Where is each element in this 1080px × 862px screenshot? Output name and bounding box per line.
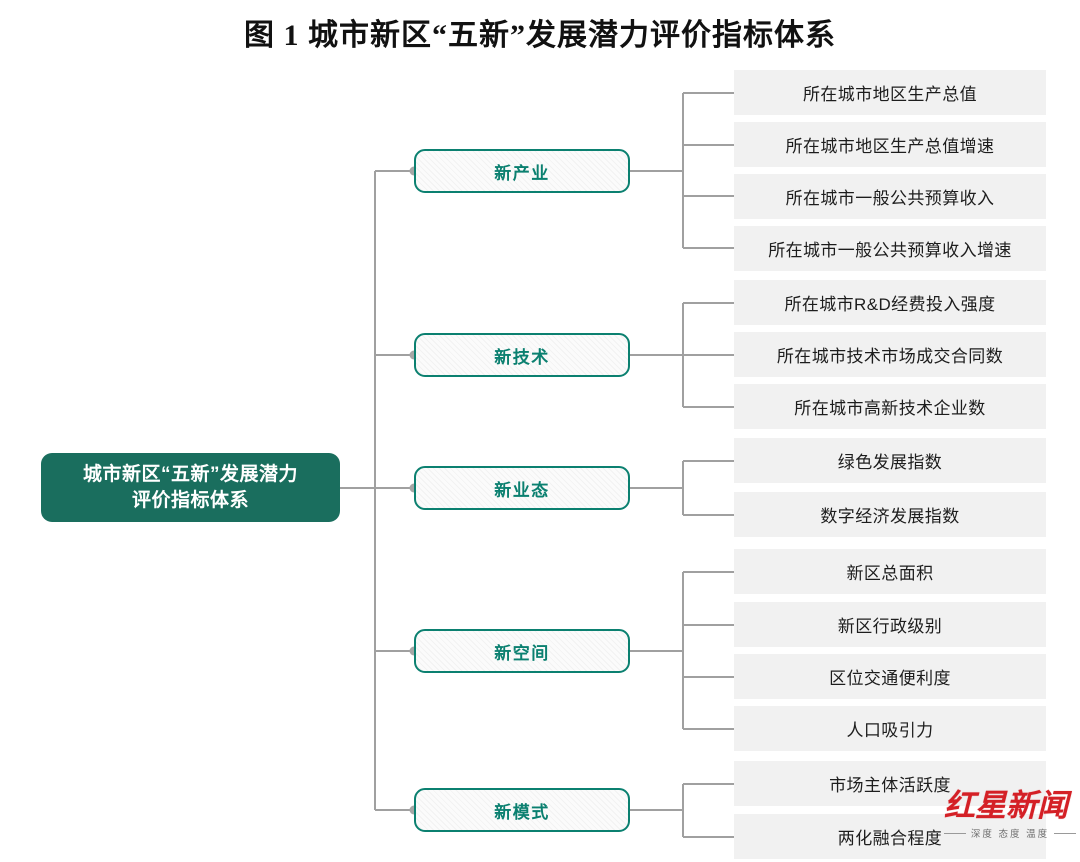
root-node[interactable]: 城市新区“五新”发展潜力 评价指标体系	[41, 453, 340, 522]
root-node-label: 城市新区“五新”发展潜力 评价指标体系	[83, 462, 298, 512]
branch-node-xinmoshi[interactable]: 新模式	[414, 788, 630, 832]
branch-node-label: 新业态	[494, 480, 550, 500]
root-node-label-line1: 城市新区“五新”发展潜力	[82, 464, 298, 486]
leaf-node[interactable]: 所在城市R&D经费投入强度	[734, 280, 1046, 325]
leaf-node-label: 新区总面积	[846, 564, 934, 583]
leaf-node-label: 区位交通便利度	[829, 669, 951, 688]
branch-node-label: 新模式	[494, 802, 550, 822]
branch-node-xinchanye[interactable]: 新产业	[414, 149, 630, 193]
leaf-node-label: 所在城市一般公共预算收入	[785, 189, 995, 208]
leaf-node-label: 所在城市地区生产总值	[803, 85, 977, 104]
leaf-node-label: 所在城市技术市场成交合同数	[776, 347, 1004, 366]
leaf-node[interactable]: 所在城市地区生产总值	[734, 70, 1046, 115]
leaf-node[interactable]: 所在城市技术市场成交合同数	[734, 332, 1046, 377]
leaf-node-label: 所在城市一般公共预算收入增速	[768, 241, 1012, 260]
branch-node-xinyetai[interactable]: 新业态	[414, 466, 630, 510]
leaf-node[interactable]: 所在城市一般公共预算收入	[734, 174, 1046, 219]
leaf-node-label: 绿色发展指数	[837, 453, 943, 472]
leaf-node-label: 市场主体活跃度	[829, 776, 951, 795]
leaf-node-label: 所在城市R&D经费投入强度	[784, 295, 996, 314]
branch-node-label: 新产业	[494, 163, 550, 183]
leaf-node-label: 人口吸引力	[846, 721, 934, 740]
leaf-node-label: 所在城市地区生产总值增速	[785, 137, 995, 156]
leaf-node[interactable]: 所在城市一般公共预算收入增速	[734, 226, 1046, 271]
leaf-node[interactable]: 新区总面积	[734, 549, 1046, 594]
leaf-node[interactable]: 数字经济发展指数	[734, 492, 1046, 537]
page-title: 图 1 城市新区“五新”发展潜力评价指标体系	[244, 19, 836, 52]
branch-node-xinkongjian[interactable]: 新空间	[414, 629, 630, 673]
leaf-node[interactable]: 区位交通便利度	[734, 654, 1046, 699]
branch-node-xinjishu[interactable]: 新技术	[414, 333, 630, 377]
leaf-node[interactable]: 新区行政级别	[734, 602, 1046, 647]
leaf-node-label: 两化融合程度	[837, 829, 943, 848]
leaf-node[interactable]: 所在城市高新技术企业数	[734, 384, 1046, 429]
leaf-node[interactable]: 绿色发展指数	[734, 438, 1046, 483]
leaf-node-label: 新区行政级别	[837, 617, 943, 636]
leaf-node[interactable]: 市场主体活跃度	[734, 761, 1046, 806]
root-node-label-line2: 评价指标体系	[131, 489, 249, 511]
branch-node-label: 新技术	[494, 347, 550, 367]
leaf-node[interactable]: 两化融合程度	[734, 814, 1046, 859]
leaf-node[interactable]: 人口吸引力	[734, 706, 1046, 751]
branch-node-label: 新空间	[494, 643, 550, 663]
leaf-node-label: 数字经济发展指数	[820, 507, 960, 526]
leaf-node-label: 所在城市高新技术企业数	[794, 399, 986, 418]
leaf-node[interactable]: 所在城市地区生产总值增速	[734, 122, 1046, 167]
watermark-rule-right	[1054, 832, 1076, 834]
